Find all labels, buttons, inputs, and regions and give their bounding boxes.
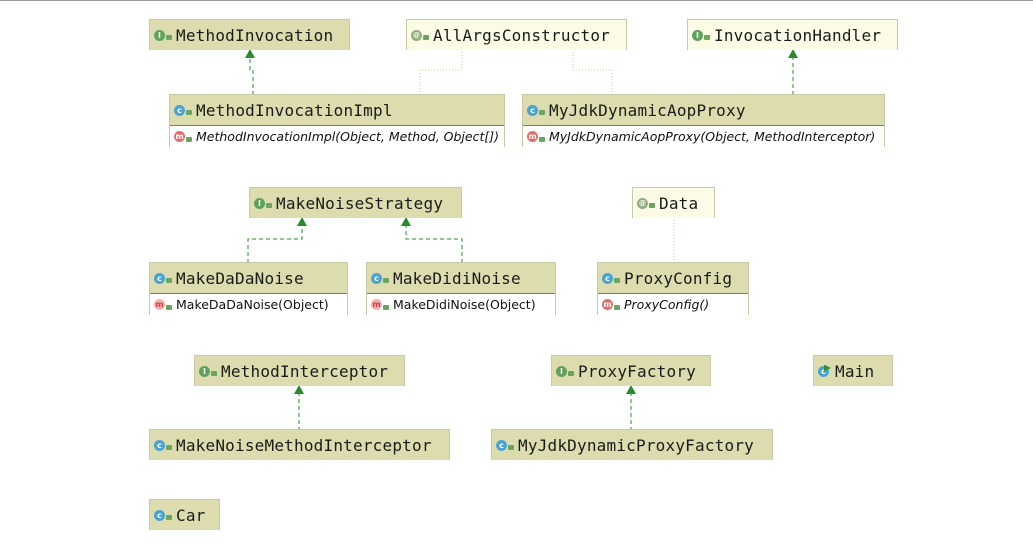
uml-annotation-data[interactable]: @ Data (632, 187, 715, 218)
method-icon: m (371, 299, 382, 310)
arrowhead-invocationhandler (788, 49, 798, 58)
node-name: MyJdkDynamicProxyFactory (518, 435, 754, 455)
node-name: Data (659, 193, 699, 213)
arrowhead-proxyfactory (626, 385, 636, 394)
arrowhead-methodinvocation (245, 49, 255, 58)
public-lock-icon (614, 304, 620, 310)
uml-class-makedadanoise[interactable]: c MakeDaDaNoise m MakeDaDaNoise(Object) (149, 262, 348, 315)
uml-class-makenoisemethodinterceptor[interactable]: c MakeNoiseMethodInterceptor (149, 429, 450, 460)
node-name: MyJdkDynamicAopProxy (549, 100, 746, 120)
edge-makedadanoise-implements-makenoisestrategy (247, 226, 303, 263)
public-lock-icon (649, 203, 655, 208)
node-name: MethodInvocation (176, 25, 334, 45)
method-icon: m (527, 131, 538, 142)
node-name: ProxyFactory (578, 361, 696, 381)
uml-class-myjdkdynamicaopproxy[interactable]: c MyJdkDynamicAopProxy m MyJdkDynamicAopPr… (522, 94, 885, 147)
constructor-member: MakeDaDaNoise(Object) (176, 297, 329, 312)
arrowhead-makenoisestrategy-left (297, 217, 307, 226)
member-divider (170, 125, 504, 126)
public-lock-icon (166, 445, 172, 450)
uml-annotation-allargsconstructor[interactable]: @ AllArgsConstructor (406, 19, 627, 50)
package-lock-icon (383, 304, 389, 310)
interface-icon: I (154, 29, 165, 41)
public-lock-icon (539, 136, 545, 142)
member-divider (523, 125, 884, 126)
public-lock-icon (539, 110, 545, 115)
interface-icon: I (692, 29, 703, 41)
annotation-icon: @ (637, 197, 648, 209)
constructor-member: MyJdkDynamicAopProxy(Object, MethodInter… (549, 129, 876, 144)
node-name: Car (176, 505, 206, 525)
node-name: MethodInterceptor (221, 361, 389, 381)
public-lock-icon (166, 278, 172, 283)
member-divider (367, 293, 555, 294)
uml-class-main[interactable]: c Main (813, 355, 893, 386)
node-name: MakeDaDaNoise (176, 268, 304, 288)
constructor-member: MethodInvocationImpl(Object, Method, Obj… (196, 129, 499, 144)
edge-methodinvocationimpl-annotated-allargsconstructor (419, 50, 463, 95)
public-lock-icon (186, 110, 192, 115)
arrowhead-makenoisestrategy-right (401, 217, 411, 226)
top-border-line (0, 0, 1033, 1)
public-lock-icon (166, 515, 172, 520)
public-lock-icon (614, 278, 620, 283)
node-name: MakeNoiseMethodInterceptor (176, 435, 432, 455)
class-icon: c (496, 439, 507, 451)
class-icon: c (602, 272, 613, 284)
method-icon: m (602, 299, 613, 310)
public-lock-icon (166, 35, 172, 40)
uml-class-myjdkdynamicproxyfactory[interactable]: c MyJdkDynamicProxyFactory (491, 429, 773, 460)
uml-interface-methodinvocation[interactable]: I MethodInvocation (149, 19, 350, 50)
arrowhead-methodinterceptor (294, 385, 304, 394)
uml-interface-makenoisestrategy[interactable]: I MakeNoiseStrategy (249, 187, 462, 218)
uml-interface-proxyfactory[interactable]: I ProxyFactory (551, 355, 711, 386)
uml-class-proxyconfig[interactable]: c ProxyConfig m ProxyConfig() (597, 262, 749, 315)
public-lock-icon (508, 445, 514, 450)
node-name: MethodInvocationImpl (196, 100, 393, 120)
node-name: AllArgsConstructor (433, 25, 610, 45)
interface-icon: I (556, 365, 567, 377)
uml-interface-invocationhandler[interactable]: I InvocationHandler (687, 19, 898, 50)
annotation-icon: @ (411, 29, 422, 41)
class-icon: c (154, 509, 165, 521)
uml-class-car[interactable]: c Car (149, 499, 220, 530)
class-icon: c (154, 439, 165, 451)
public-lock-icon (211, 371, 217, 376)
uml-class-makedidinoise[interactable]: c MakeDidiNoise m MakeDidiNoise(Object) (366, 262, 556, 315)
member-divider (598, 293, 748, 294)
node-name: MakeNoiseStrategy (276, 193, 444, 213)
public-lock-icon (266, 203, 272, 208)
constructor-member: MakeDidiNoise(Object) (393, 297, 536, 312)
node-name: InvocationHandler (714, 25, 882, 45)
member-divider (150, 293, 347, 294)
uml-class-methodinvocationimpl[interactable]: c MethodInvocationImpl m MethodInvocationI… (169, 94, 505, 147)
method-icon: m (174, 131, 185, 142)
class-icon: c (174, 104, 185, 116)
public-lock-icon (186, 136, 192, 142)
class-icon: c (527, 104, 538, 116)
uml-interface-methodinterceptor[interactable]: I MethodInterceptor (194, 355, 405, 386)
class-icon: c (371, 272, 382, 284)
public-lock-icon (704, 35, 710, 40)
method-icon: m (154, 299, 165, 310)
public-lock-icon (568, 371, 574, 376)
node-name: MakeDidiNoise (393, 268, 521, 288)
interface-icon: I (199, 365, 210, 377)
run-badge-icon (824, 364, 831, 372)
node-name: Main (835, 361, 875, 381)
package-lock-icon (166, 304, 172, 310)
edge-makedidinoise-implements-makenoisestrategy (405, 226, 463, 263)
interface-icon: I (254, 197, 265, 209)
public-lock-icon (423, 35, 429, 40)
runnable-class-icon: c (818, 365, 829, 377)
constructor-member: ProxyConfig() (624, 297, 710, 312)
public-lock-icon (383, 278, 389, 283)
node-name: ProxyConfig (624, 268, 733, 288)
class-icon: c (154, 272, 165, 284)
edge-methodinvocationimpl-implements-methodinvocation (249, 58, 254, 95)
edge-myjdkdynamicaopproxy-annotated-allargsconstructor (572, 50, 613, 95)
